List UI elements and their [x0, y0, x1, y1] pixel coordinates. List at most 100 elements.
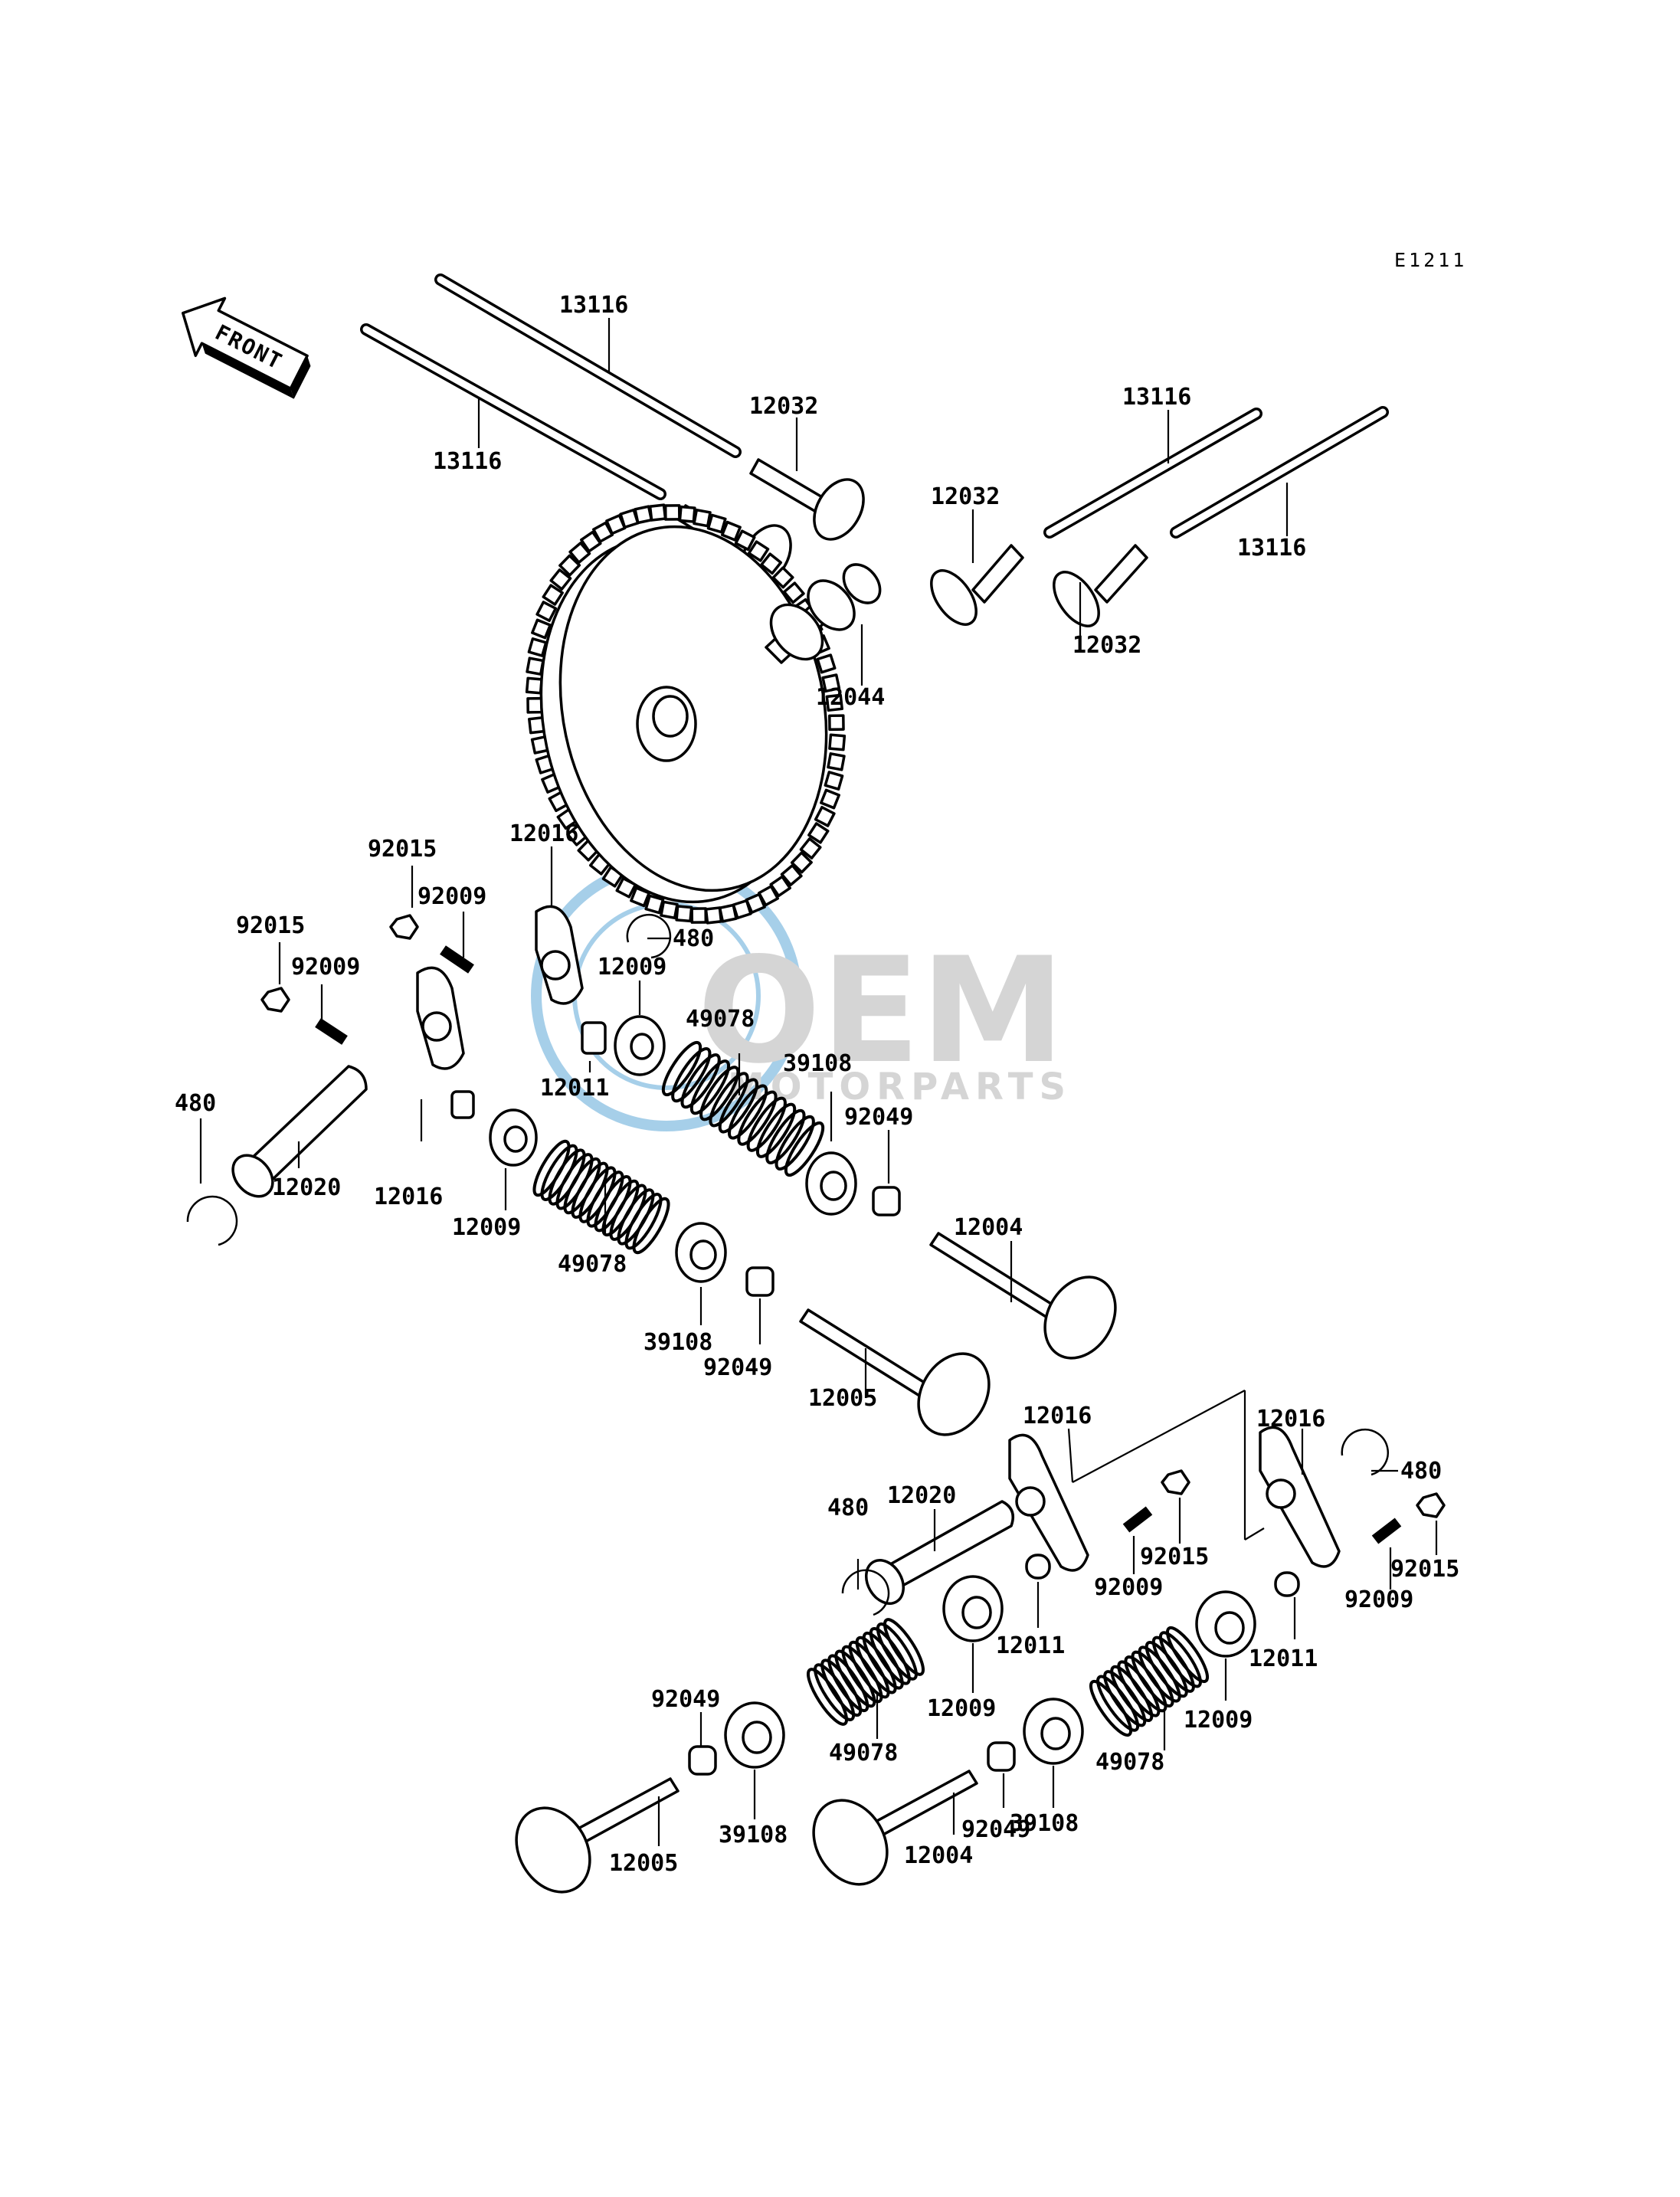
- gear-tooth: [678, 505, 696, 523]
- gear-tooth: [807, 822, 830, 844]
- nut-lower-a: [1161, 1469, 1190, 1495]
- gear-tooth: [828, 714, 845, 732]
- rocker-arm-upper-a: [535, 905, 584, 1005]
- rocker-shaft-lower: [865, 1500, 1014, 1605]
- seal-lower-a: [688, 1745, 717, 1776]
- camshaft-gear: [525, 503, 847, 925]
- label-92015-c: 92015: [1140, 1544, 1209, 1570]
- tappet-upper-left: [749, 458, 865, 541]
- bushing-lower-a: [1025, 1554, 1051, 1580]
- label-12009-d: 12009: [1184, 1707, 1253, 1734]
- valve-lower-b: [812, 1770, 978, 1886]
- spring-coil-upper-a: [765, 1108, 806, 1164]
- label-12011-b: 12011: [996, 1632, 1065, 1659]
- label-12044: 12044: [816, 684, 885, 711]
- spring-coil-lower-b: [1096, 1675, 1140, 1732]
- gear-tooth: [720, 520, 742, 542]
- gear-tooth: [799, 837, 822, 859]
- circlip-upper-left: [186, 1195, 238, 1246]
- label-12005-b: 12005: [609, 1850, 678, 1877]
- label-12032-a: 12032: [749, 393, 818, 420]
- spring-coil-upper-a: [784, 1121, 825, 1177]
- spring-coil-upper-a: [689, 1059, 731, 1115]
- gear-tooth: [706, 513, 727, 534]
- label-13116-b: 13116: [433, 448, 502, 475]
- washer-upper-b: [489, 1108, 538, 1167]
- label-92049-c: 92049: [651, 1686, 720, 1713]
- label-39108-c: 39108: [719, 1822, 788, 1848]
- label-12009-b: 12009: [452, 1214, 521, 1241]
- label-13116-d: 13116: [1237, 535, 1306, 562]
- label-92049-d: 92049: [961, 1816, 1030, 1843]
- gear-tooth: [747, 540, 770, 562]
- valve-upper-a: [929, 1232, 1117, 1360]
- push-rod-right-b: [1170, 406, 1389, 539]
- valve-lower-a: [515, 1777, 680, 1894]
- gear-tooth: [644, 894, 665, 915]
- label-480-d: 480: [1400, 1458, 1442, 1485]
- gear-tooth: [718, 903, 738, 923]
- label-12004-a: 12004: [954, 1214, 1023, 1241]
- gear-tooth: [531, 618, 552, 640]
- gear-tooth: [527, 637, 548, 657]
- gear-tooth: [675, 905, 693, 923]
- label-480-b: 480: [175, 1090, 216, 1117]
- gear-tooth: [690, 907, 708, 924]
- label-12032-c: 12032: [1073, 632, 1141, 659]
- spring-coil-upper-b: [624, 1193, 663, 1250]
- gear-tooth: [825, 693, 843, 712]
- gear-tooth: [648, 503, 667, 522]
- gear-tooth: [760, 552, 783, 575]
- label-13116-a: 13116: [559, 292, 628, 319]
- washer-upper-c: [805, 1151, 857, 1216]
- nut-upper-b: [260, 987, 290, 1013]
- washer-lower-c: [724, 1701, 785, 1769]
- camshaft: [765, 563, 882, 664]
- label-92015-a: 92015: [368, 836, 437, 863]
- rocker-arm-lower-a: [1008, 1433, 1089, 1572]
- leader-lines: [199, 318, 1438, 1846]
- gear-tooth: [526, 656, 545, 676]
- gear-tooth: [771, 566, 794, 589]
- spring-coil-lower-a: [820, 1658, 863, 1717]
- rocker-shaft-upper: [231, 1065, 368, 1198]
- watermark-sub: MOTORPARTS: [728, 1066, 1072, 1108]
- gear-tooth: [660, 900, 679, 920]
- washer-upper-d: [675, 1222, 727, 1283]
- gear-tooth: [790, 851, 813, 874]
- label-12011-c: 12011: [1249, 1645, 1318, 1672]
- spring-coil-lower-a: [855, 1635, 897, 1694]
- push-rod-upper-left: [434, 273, 742, 458]
- circlip-lower-left: [841, 1569, 890, 1616]
- label-92015-d: 92015: [1390, 1556, 1459, 1583]
- diagram-code: E1211: [1394, 249, 1467, 271]
- adjust-screw-lower-b: [1371, 1518, 1402, 1544]
- spring-coil-lower-a: [834, 1649, 876, 1708]
- front-arrow-icon: FRONT: [181, 296, 311, 399]
- watermark: OEM MOTORPARTS: [531, 860, 1072, 1131]
- label-12009-c: 12009: [927, 1695, 996, 1722]
- gear-tooth: [734, 529, 756, 552]
- label-49078-b: 49078: [558, 1251, 627, 1278]
- label-92049-b: 92049: [703, 1354, 772, 1381]
- spring-coil-lower-a: [876, 1622, 918, 1681]
- label-49078-d: 49078: [1095, 1749, 1164, 1776]
- label-39108-d: 39108: [1010, 1810, 1079, 1837]
- washer-lower-b: [1195, 1590, 1256, 1658]
- label-39108-b: 39108: [644, 1329, 712, 1356]
- label-480-c: 480: [827, 1495, 869, 1521]
- circlip-lower-right: [1341, 1428, 1389, 1476]
- spring-coil-lower-b: [1089, 1679, 1133, 1737]
- part-labels: 13116 13116 13116 13116 12032 12032 1203…: [175, 292, 1459, 1877]
- spring-coil-upper-a: [718, 1078, 758, 1134]
- rocker-arm-lower-b: [1259, 1426, 1341, 1568]
- label-92009-b: 92009: [291, 954, 360, 981]
- label-12032-b: 12032: [931, 483, 1000, 510]
- spring-coil-upper-a: [755, 1102, 797, 1158]
- gear-tooth: [526, 696, 543, 714]
- label-92009-a: 92009: [418, 883, 486, 910]
- spring-coil-lower-a: [841, 1645, 883, 1704]
- rocker-arm-upper-b: [416, 966, 465, 1070]
